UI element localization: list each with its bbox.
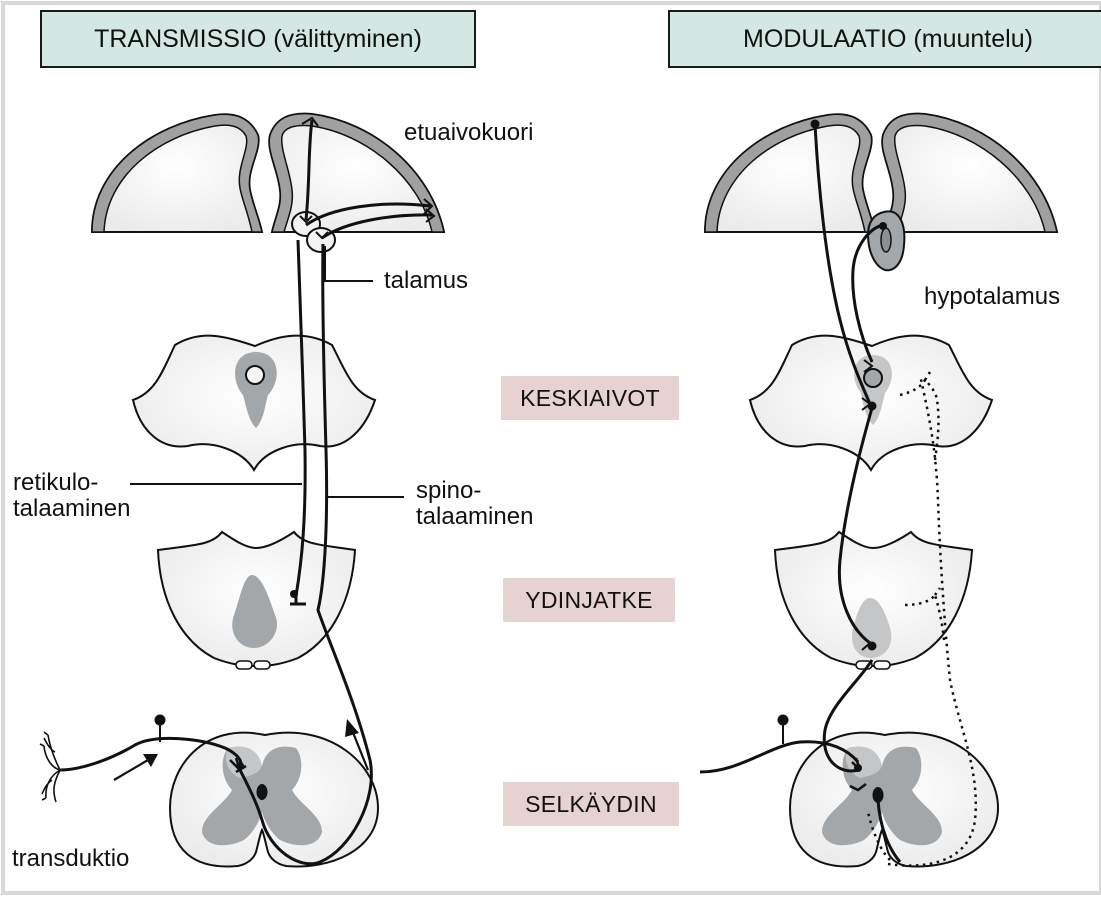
label-spino-line2: talaaminen: [416, 504, 533, 530]
header-modulation: MODULAATIO (muuntelu): [668, 10, 1101, 68]
level-spinal-cord: SELKÄYDIN: [503, 782, 679, 826]
left-dorsal-horn-dot: [236, 762, 244, 770]
label-cortex: etuaivokuori: [404, 120, 533, 146]
left-dorsal-root-ganglion: [155, 715, 166, 726]
right-medulla-neuron: [868, 642, 877, 651]
left-pyramid-2: [254, 661, 270, 669]
right-hypothalamus-core: [881, 228, 891, 252]
left-arrow-afferent-icon: [114, 754, 158, 780]
label-reticulothalamic: retikulo- talaaminen: [13, 470, 130, 522]
right-pyramid-2: [874, 661, 890, 669]
right-hypothalamus-neuron: [879, 222, 887, 230]
level-midbrain: KESKIAIVOT: [501, 376, 679, 420]
thalamus-leader-line: [325, 246, 373, 281]
right-column: [700, 114, 1057, 867]
right-aqueduct: [864, 369, 882, 387]
left-medulla-dot: [290, 590, 298, 598]
left-pyramid-1: [236, 661, 252, 669]
right-dorsal-horn-dot: [854, 764, 862, 772]
left-nerve-endings: [40, 732, 60, 802]
right-midbrain-neuron: [868, 402, 877, 411]
level-medulla: YDINJATKE: [503, 578, 675, 622]
label-spinothalamic: spino- talaaminen: [416, 478, 533, 530]
label-hypothalamus: hypotalamus: [924, 284, 1060, 310]
label-spino-line1: spino-: [416, 478, 533, 504]
label-reticulo-line2: talaaminen: [13, 496, 130, 522]
right-dorsal-root-ganglion: [778, 715, 789, 726]
left-projection-cell: [257, 784, 268, 800]
label-reticulo-line1: retikulo-: [13, 470, 130, 496]
label-thalamus: talamus: [384, 268, 468, 294]
header-transmission: TRANSMISSIO (välittyminen): [40, 10, 476, 68]
left-aqueduct: [246, 366, 264, 384]
right-cortex-neuron: [811, 120, 820, 129]
label-transduction: transduktio: [12, 846, 129, 872]
